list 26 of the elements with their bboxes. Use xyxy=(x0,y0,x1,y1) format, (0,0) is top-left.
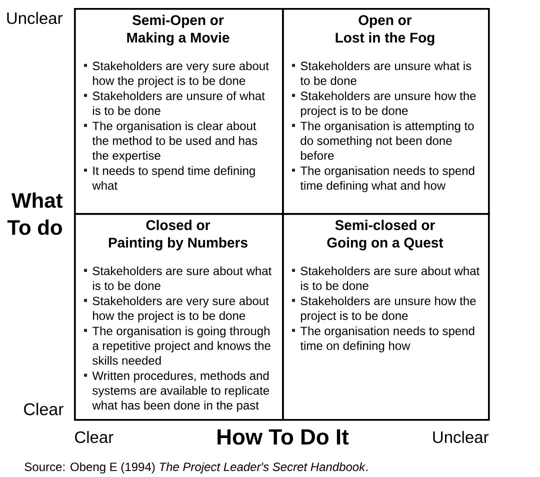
bullet-text: The organisation is attempting to do something not been done before xyxy=(300,121,474,160)
bullet-text: It needs to spend time defining what xyxy=(92,166,255,190)
bullet-text: The organisation needs to spend time defining what and how xyxy=(300,166,474,192)
bullet-text: The organisation is going through a repetitive project and knows the skills needed xyxy=(92,326,270,365)
quadrant-title: Open or Lost in the Fog xyxy=(336,15,434,46)
bullet-text: Stakeholders are unsure how the project is to be done xyxy=(300,91,476,118)
quadrant-title: Semi-closed or Going on a Quest xyxy=(327,220,444,250)
bullet-text: Stakeholders are unsure how the project is to be done xyxy=(300,296,476,322)
quadrant-title: Closed or Painting by Numbers xyxy=(108,220,248,250)
axis-title: How To Do It xyxy=(218,429,349,445)
bullet-text: Stakeholders are sure about what is to be done xyxy=(300,266,480,290)
quadrant-box xyxy=(282,213,490,421)
bullet-text: Stakeholders are unsure of what is to be done xyxy=(92,91,265,115)
quadrant-box xyxy=(74,213,284,421)
bullet-text: Stakeholders are very sure about how the project is to be done xyxy=(92,296,269,322)
source-note: Source: Obeng E (1994) The Project Leader's Secret Handbook. xyxy=(24,462,368,474)
quadrant-box xyxy=(74,8,284,215)
bullet-text: The organisation is clear about the method to be used and has the expertise xyxy=(92,121,258,162)
axis-title: What To do xyxy=(7,192,63,235)
bullet-text: Stakeholders are sure about what is to be done xyxy=(92,266,272,290)
bullet-text: The organisation needs to spend time on defining how xyxy=(300,326,474,352)
bullet-text: Written procedures, methods and systems are available to replicate what has been done in the past xyxy=(92,371,270,412)
quadrant-box xyxy=(282,8,490,215)
bullet-text: Stakeholders are very sure about how the project is to be done xyxy=(92,61,269,88)
bullet-text: Stakeholders are unsure what is to be done xyxy=(300,61,472,85)
quadrant-title: Semi-Open or Making a Movie xyxy=(127,14,230,46)
